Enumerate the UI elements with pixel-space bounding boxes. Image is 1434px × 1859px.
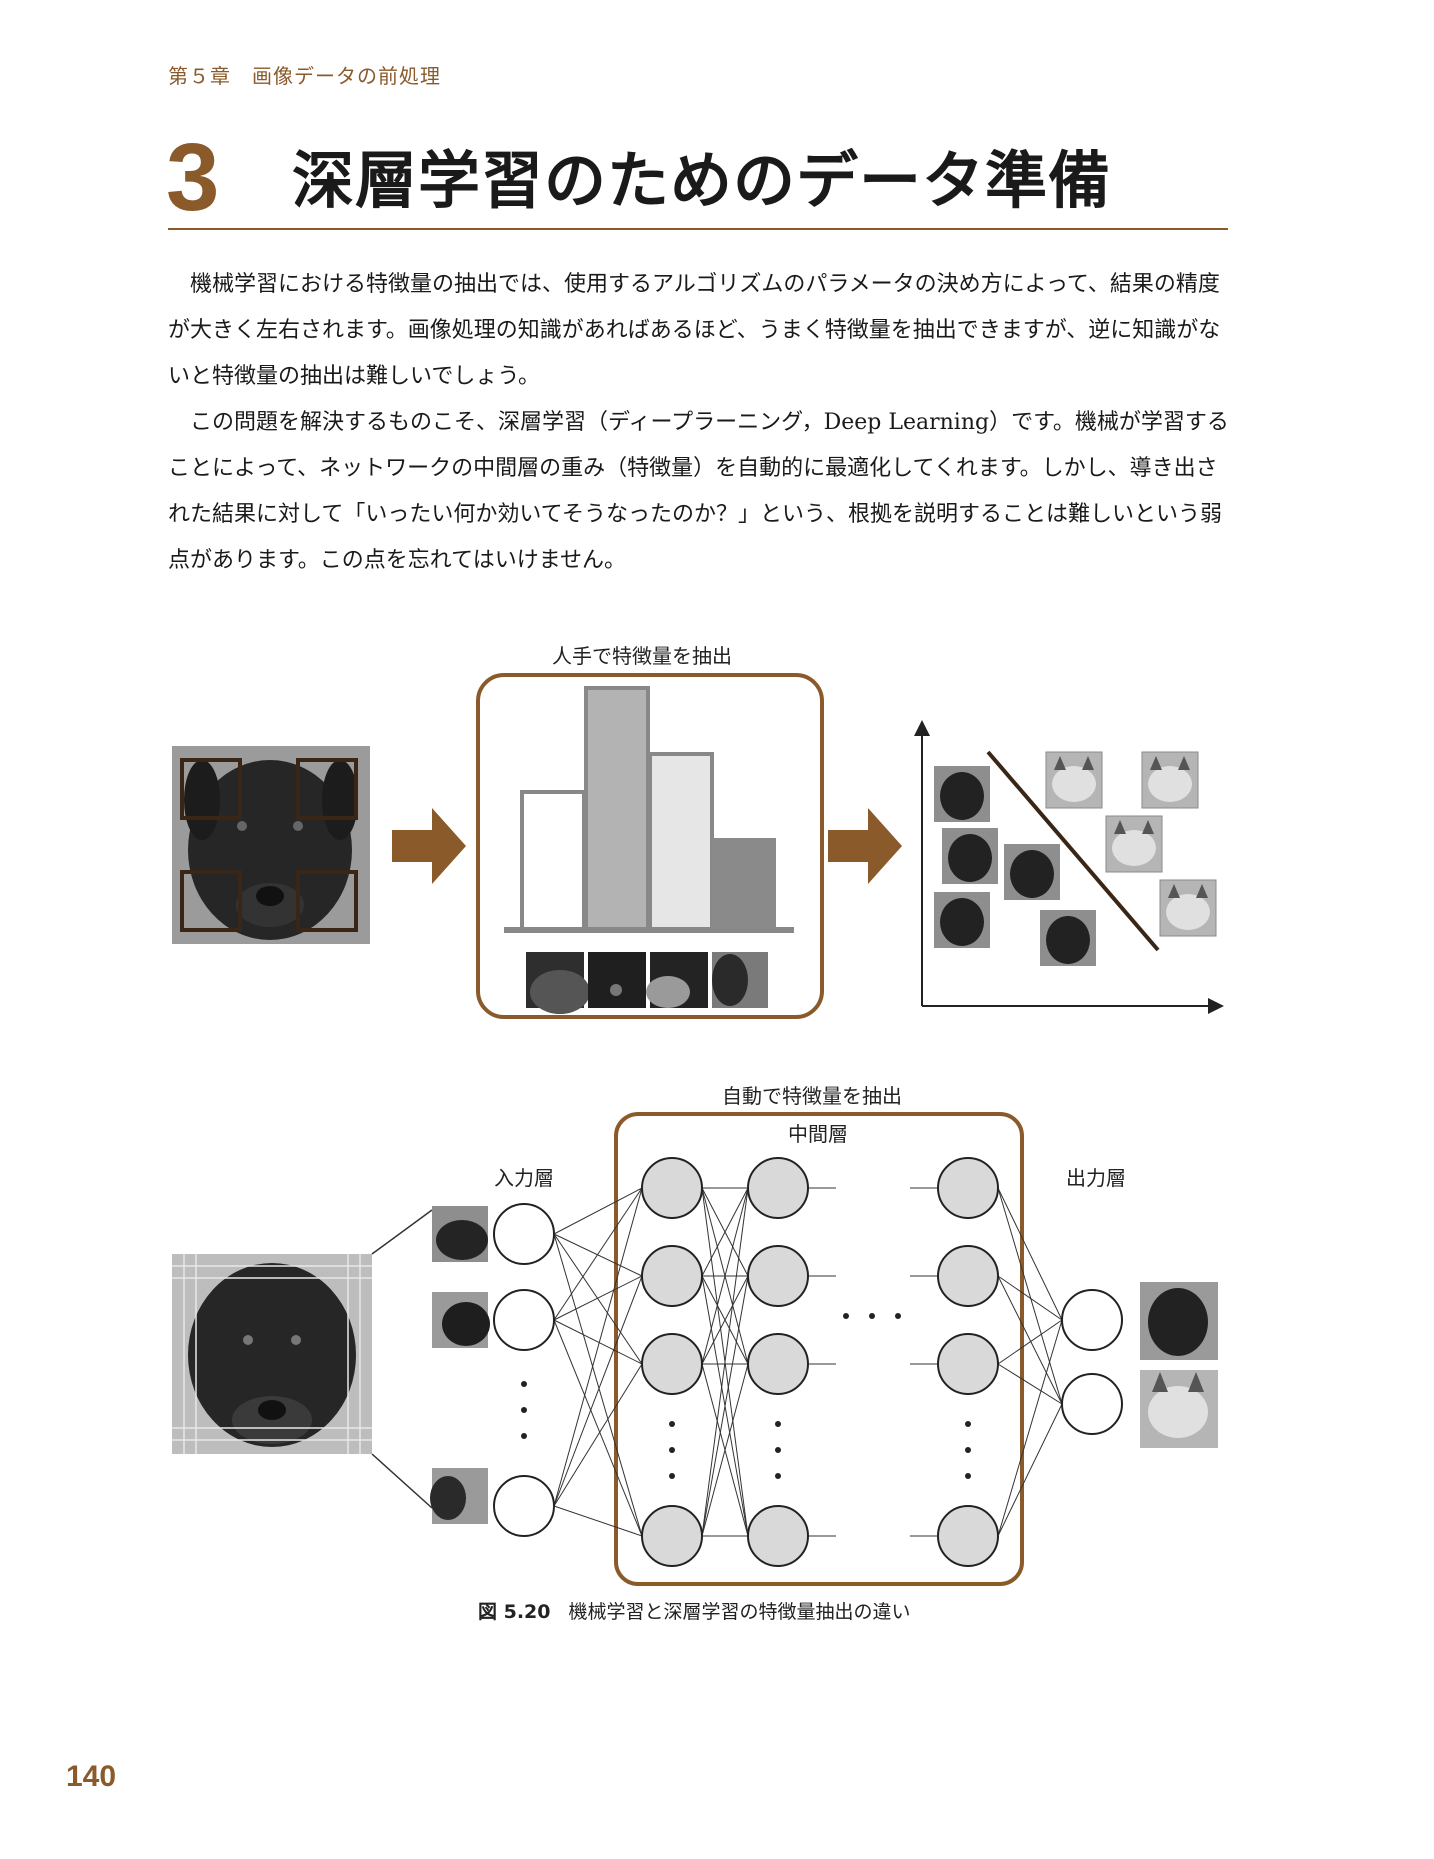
network-edge [553,1233,643,1537]
network-node [493,1475,555,1537]
network-node [641,1245,703,1307]
network-edge [997,1275,1063,1405]
dog-photo-top [172,746,370,944]
output-images [1140,1282,1218,1448]
network-edge [553,1275,643,1321]
feature-patches [526,952,768,1014]
network-node [493,1203,555,1265]
network-node [1061,1373,1123,1435]
network-edge [997,1363,1063,1405]
network-node [493,1289,555,1351]
right-arrow-icon [392,808,466,884]
figure-caption: 図 5.20 機械学習と深層学習の特徴量抽出の違い [478,1597,911,1624]
body-text: 機械学習における特徴量の抽出では、使用するアルゴリズムのパラメータの決め方によっ… [168,262,1230,584]
paragraph: この問題を解決するものこそ、深層学習（ディープラーニング，Deep Learni… [168,410,1229,573]
network-edge [553,1187,643,1235]
network-edge [553,1275,643,1507]
network-node [641,1505,703,1567]
network-edge [553,1233,643,1365]
title-rule [168,228,1228,230]
network-node [937,1505,999,1567]
network-edge [553,1319,643,1365]
network-edge [997,1319,1063,1365]
network-node [747,1505,809,1567]
input-layer-label: 入力層 [494,1166,554,1190]
network-edge [553,1187,643,1507]
network-nodes [493,1157,1123,1567]
network-edge [553,1233,643,1277]
network-edge [997,1275,1063,1321]
output-layer-label: 出力層 [1066,1166,1126,1190]
network-edge [701,1275,749,1537]
manual-extraction-box [476,673,824,1019]
network-node [937,1245,999,1307]
network-edge [701,1187,749,1277]
figure-caption-text: 機械学習と深層学習の特徴量抽出の違い [568,1601,911,1623]
network-edge [997,1187,1063,1321]
network-node [641,1333,703,1395]
paragraph: 機械学習における特徴量の抽出では、使用するアルゴリズムのパラメータの決め方によっ… [168,272,1221,389]
network-node [747,1245,809,1307]
section-title: 深層学習のためのデータ準備 [292,144,1112,217]
network-edges [553,1187,1063,1537]
network-edge [997,1187,1063,1405]
hidden-layer-label: 中間層 [788,1122,848,1146]
dog-photo-bottom [172,1209,433,1509]
automatic-extraction-box [614,1112,1024,1586]
network-edge [997,1403,1063,1537]
ellipsis-dots [521,1313,971,1479]
network-edge [553,1363,643,1507]
section-number: 3 [166,124,220,231]
network-edge [553,1187,643,1321]
right-arrow-icon [828,808,902,884]
network-edge [997,1319,1063,1537]
network-edge [553,1319,643,1537]
chapter-header: 第５章 画像データの前処理 [168,64,441,88]
network-node [747,1157,809,1219]
network-node [747,1333,809,1395]
bottom-figure-label: 自動で特徴量を抽出 [722,1084,902,1108]
top-figure-label: 人手で特徴量を抽出 [552,644,732,668]
network-node [937,1157,999,1219]
network-edge [701,1187,749,1365]
network-edge [701,1363,749,1537]
network-edge [553,1505,643,1537]
network-node [937,1333,999,1395]
network-node [1061,1289,1123,1351]
input-patches [430,1206,490,1524]
network-edge [701,1275,749,1365]
figure-number: 図 5.20 [478,1601,551,1623]
histogram [504,686,794,933]
network-edge [701,1187,749,1537]
classification-plot [914,720,1224,1014]
network-node [641,1157,703,1219]
page-number: 140 [66,1760,117,1793]
